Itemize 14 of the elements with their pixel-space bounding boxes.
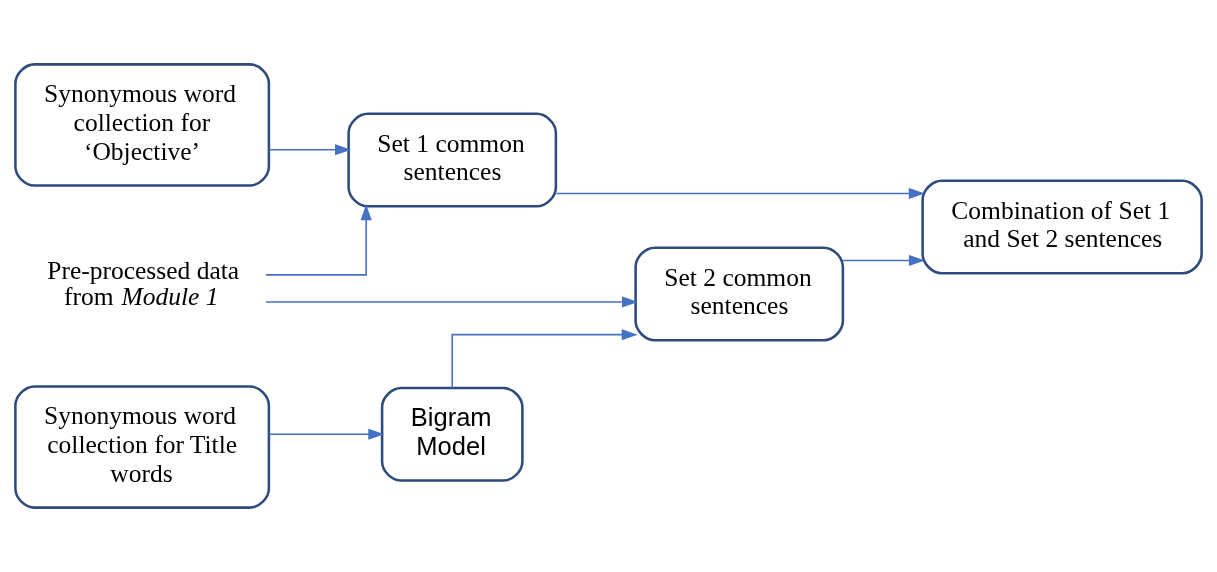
node-box: Set 1 common sentences <box>347 112 558 208</box>
node-text: Pre-processed data from Module 1 <box>47 256 240 311</box>
arrow <box>268 144 351 156</box>
node-box: Bigram Model <box>380 386 524 482</box>
arrow <box>451 329 638 389</box>
arrow <box>555 187 925 200</box>
arrow <box>265 296 638 308</box>
node-box: Combination of Set 1 and Set 2 sentences <box>921 179 1203 275</box>
node-box: Synonymous word collection for ‘Objective’ <box>14 63 271 187</box>
arrow <box>842 254 925 267</box>
arrow <box>268 428 385 440</box>
arrow <box>265 204 372 276</box>
node-box: Synonymous word collection for Title words <box>14 385 271 509</box>
node-box: Set 2 common sentences <box>634 246 845 342</box>
